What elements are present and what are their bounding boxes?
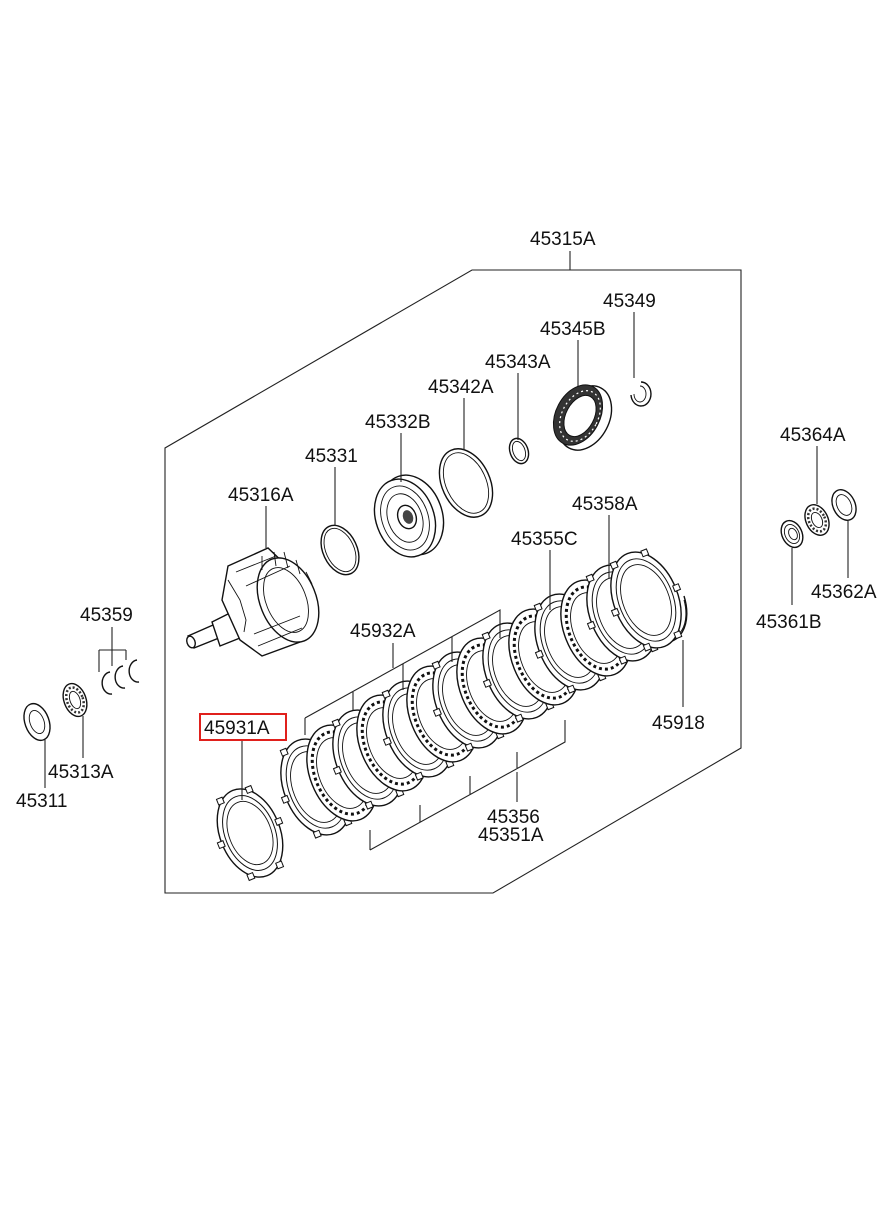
label-45313A[interactable]: 45313A bbox=[48, 762, 114, 783]
clutch-disc-stack bbox=[205, 542, 695, 887]
label-45315A[interactable]: 45315A bbox=[530, 229, 596, 250]
label-45359[interactable]: 45359 bbox=[80, 605, 133, 626]
part-45349-snap-ring[interactable] bbox=[630, 381, 652, 407]
part-labels: 45315A 45349 45345B 45343A 45342A 45332B… bbox=[16, 229, 877, 846]
disc-45931A-plate[interactable] bbox=[205, 779, 295, 887]
assembly-boundary bbox=[164, 269, 742, 894]
label-45316A[interactable]: 45316A bbox=[228, 485, 294, 506]
part-45364A-bearing[interactable] bbox=[800, 501, 833, 539]
label-45356[interactable]: 45356 bbox=[487, 807, 540, 828]
label-45362A[interactable]: 45362A bbox=[811, 582, 877, 603]
part-45359-snap-rings[interactable] bbox=[101, 659, 140, 695]
part-45361B-race[interactable] bbox=[777, 517, 807, 551]
part-45362A-washer[interactable] bbox=[827, 486, 860, 524]
part-45343A-ring[interactable] bbox=[506, 436, 532, 467]
highlight-box-45931A bbox=[199, 713, 287, 741]
leader-lines bbox=[44, 251, 849, 851]
label-45349[interactable]: 45349 bbox=[603, 291, 656, 312]
part-45316A-retainer-drum[interactable] bbox=[185, 547, 330, 657]
label-45343A[interactable]: 45343A bbox=[485, 352, 551, 373]
label-45932A[interactable]: 45932A bbox=[350, 621, 416, 642]
part-45332B-piston[interactable] bbox=[364, 466, 454, 565]
label-45311[interactable]: 45311 bbox=[16, 791, 67, 812]
label-45918[interactable]: 45918 bbox=[652, 713, 705, 734]
part-45331-o-ring[interactable] bbox=[314, 519, 367, 580]
label-45931A[interactable]: 45931A bbox=[204, 718, 270, 739]
label-45351A[interactable]: 45351A bbox=[478, 825, 544, 846]
label-45355C[interactable]: 45355C bbox=[511, 529, 578, 550]
label-45345B[interactable]: 45345B bbox=[540, 319, 606, 340]
disc-steel-8[interactable] bbox=[598, 542, 695, 659]
part-45311-washer[interactable] bbox=[19, 700, 55, 744]
label-45358A[interactable]: 45358A bbox=[572, 494, 638, 515]
part-45313A-bearing[interactable] bbox=[59, 680, 91, 719]
label-45342A[interactable]: 45342A bbox=[428, 377, 494, 398]
part-45342A-o-ring[interactable] bbox=[429, 440, 503, 526]
part-45345B-one-way-clutch[interactable] bbox=[544, 376, 623, 459]
label-45332B[interactable]: 45332B bbox=[365, 412, 431, 433]
label-45364A[interactable]: 45364A bbox=[780, 425, 846, 446]
label-45331[interactable]: 45331 bbox=[305, 446, 358, 467]
label-45361B[interactable]: 45361B bbox=[756, 612, 822, 633]
